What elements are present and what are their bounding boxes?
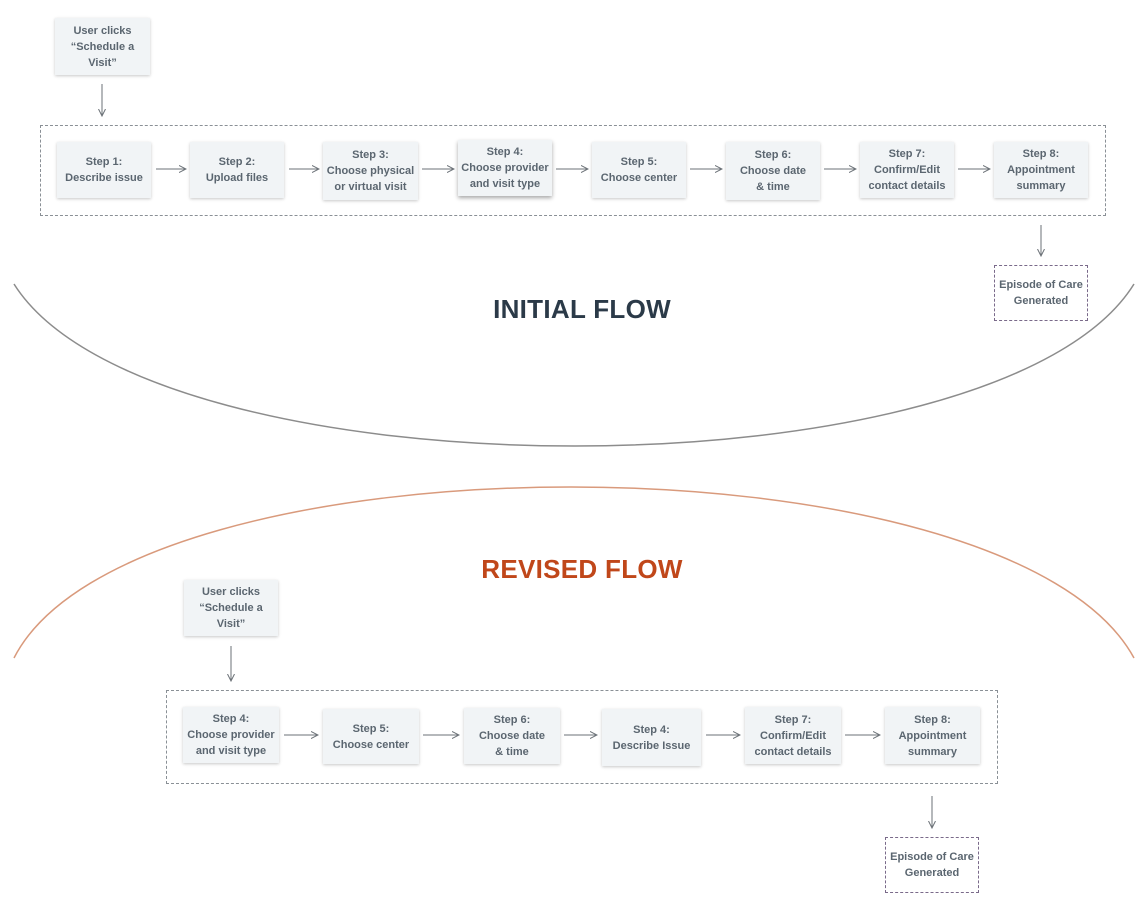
initial-trigger-box: User clicks “Schedule a Visit” [55,18,150,75]
revised-flow-arc [13,486,1135,659]
initial-steps-frame [40,125,1106,216]
initial-step-4: Step 4: Choose provider and visit type [458,140,552,196]
revised-step-4: Step 4: Describe Issue [602,709,701,766]
revised-step-1: Step 4: Choose provider and visit type [183,707,279,763]
initial-step-7: Step 7: Confirm/Edit contact details [860,142,954,198]
revised-trigger-box: User clicks “Schedule a Visit” [184,580,278,636]
revised-outcome-box: Episode of Care Generated [885,837,979,893]
initial-step-2: Step 2: Upload files [190,142,284,198]
initial-step-3: Step 3: Choose physical or virtual visit [323,142,418,200]
revised-flow-title: REVISED FLOW [481,554,683,584]
initial-step-5: Step 5: Choose center [592,142,686,198]
initial-step-8: Step 8: Appointment summary [994,142,1088,198]
initial-step-1: Step 1: Describe issue [57,142,151,198]
revised-step-2: Step 5: Choose center [323,709,419,764]
initial-flow-arc [13,283,1135,447]
revised-step-3: Step 6: Choose date & time [464,708,560,764]
revised-step-6: Step 8: Appointment summary [885,707,980,764]
initial-outcome-box: Episode of Care Generated [994,265,1088,321]
revised-step-5: Step 7: Confirm/Edit contact details [745,707,841,764]
initial-step-6: Step 6: Choose date & time [726,142,820,200]
initial-flow-title: INITIAL FLOW [493,294,671,324]
revised-steps-frame [166,690,998,784]
